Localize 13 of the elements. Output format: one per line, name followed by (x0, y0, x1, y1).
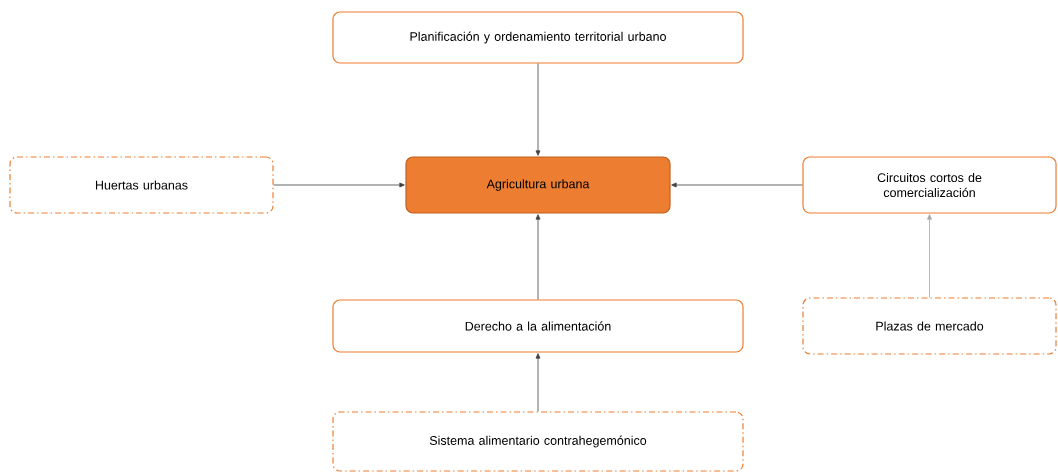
topic-box: Derecho a la alimentación (332, 299, 744, 353)
topic-box: Circuitos cortos de comercialización (802, 156, 1057, 214)
arrow (535, 214, 541, 300)
topic-box: Sistema alimentario contrahegemónico (332, 411, 744, 472)
topic-box: Huertas urbanas (9, 156, 274, 214)
arrow (535, 63, 541, 156)
topic-box: Plazas de mercado (802, 297, 1057, 355)
topic-box: Planificación y ordenamiento territorial urbano (332, 11, 744, 64)
arrow (535, 353, 541, 412)
arrow (671, 182, 803, 188)
arrow (927, 214, 932, 298)
arrow (273, 182, 405, 188)
central-box: Agricultura urbana (405, 156, 671, 214)
